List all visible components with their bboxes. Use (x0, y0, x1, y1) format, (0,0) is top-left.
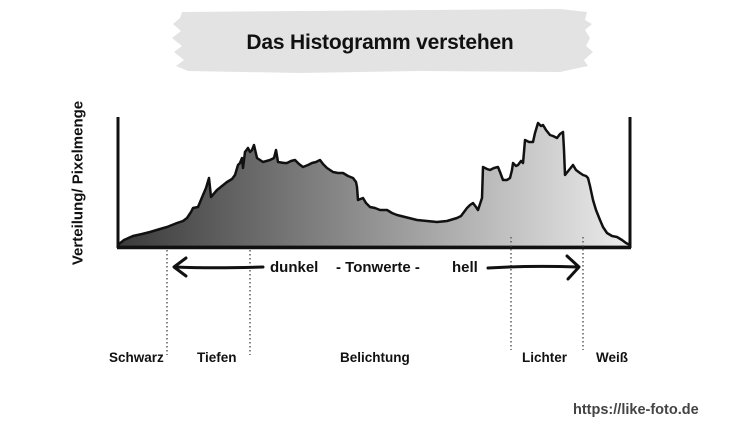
zone-label-lichter: Lichter (522, 350, 568, 365)
arrow-right-bright-icon (486, 254, 581, 281)
zone-label-tiefen: Tiefen (197, 350, 237, 365)
zone-label-weiss: Weiß (596, 350, 629, 365)
zone-label-belichtung: Belichtung (340, 350, 410, 365)
tonal-label-middle: - Tonwerte - (336, 259, 420, 276)
arrow-left-dark-icon (172, 256, 265, 278)
zone-label-schwarz: Schwarz (109, 350, 164, 365)
histogram-area (116, 121, 632, 249)
tonal-label-bright: hell (452, 259, 478, 276)
title-brush-band (172, 9, 593, 73)
page-title: Das Histogramm verstehen (246, 31, 514, 54)
tonal-label-dark: dunkel (270, 259, 319, 276)
source-url: https://like-foto.de (573, 402, 699, 418)
